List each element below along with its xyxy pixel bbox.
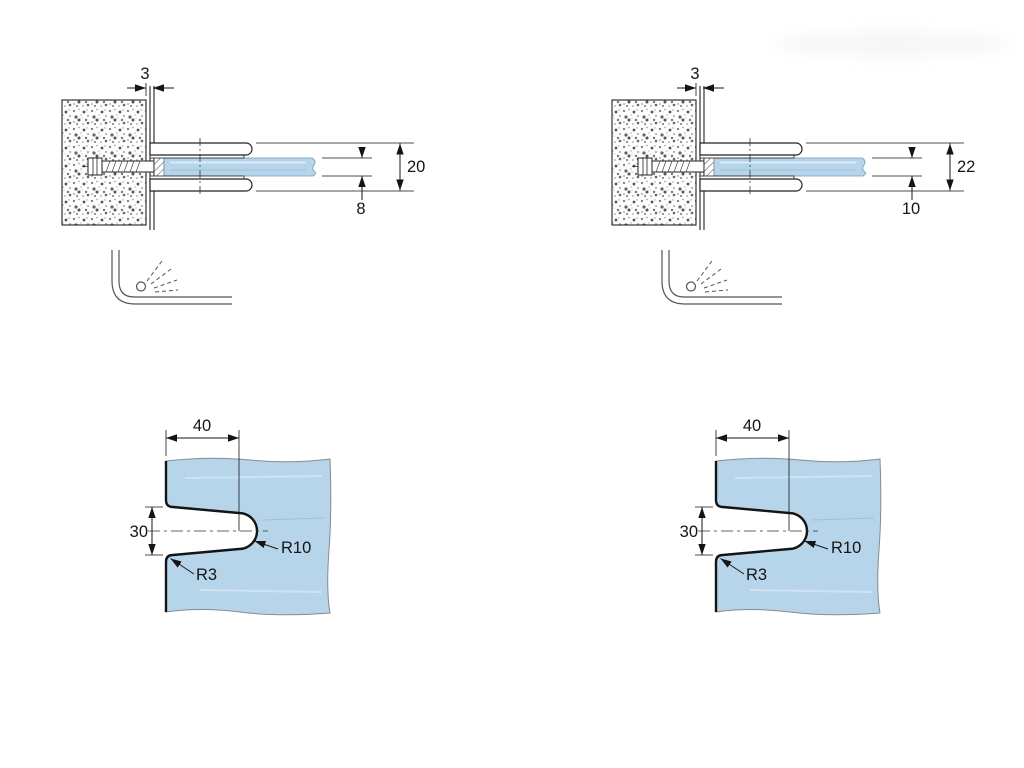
- clamp-bottom-plate: [699, 178, 803, 192]
- dim-notch-depth: 40: [715, 417, 790, 531]
- dim-gap: 3: [677, 65, 724, 96]
- fitting-drawing-right: 3 22 10: [611, 65, 975, 616]
- dim-notch-depth: 40: [165, 417, 240, 531]
- dim-glass-thickness-value: 10: [902, 200, 920, 218]
- fixing-point-icon: [135, 281, 147, 292]
- dim-notch-mouth: 30: [680, 506, 713, 556]
- figure-left: 3 20 8: [0, 0, 470, 700]
- corner-detail: [661, 250, 782, 305]
- dim-notch-mouth: 30: [130, 506, 163, 556]
- dim-glass-thickness-value: 8: [356, 200, 365, 218]
- fitting-drawing-left: 3 20 8: [61, 65, 425, 616]
- notch-panel: [714, 457, 882, 616]
- radius-label-corner-value: R3: [196, 566, 217, 584]
- dim-gap-value: 3: [690, 65, 699, 83]
- clamp-top-plate: [699, 142, 803, 156]
- dim-fitting-height: 20: [256, 142, 425, 192]
- dim-notch-depth-value: 40: [743, 417, 761, 435]
- glass-pane: [163, 157, 317, 177]
- dim-notch-depth-value: 40: [193, 417, 211, 435]
- anchor-bolt-icon: [637, 157, 705, 176]
- dim-glass-thickness: 8: [322, 147, 372, 218]
- glass-pane: [713, 157, 867, 177]
- dim-fitting-height-value: 22: [957, 158, 975, 176]
- fixing-point-icon: [685, 281, 697, 292]
- dim-gap-value: 3: [140, 65, 149, 83]
- clamp-assembly: [699, 138, 867, 196]
- radius-label-tip: R10: [254, 539, 311, 557]
- clamp-bottom-plate: [149, 178, 253, 192]
- radius-label-corner: R3: [720, 558, 767, 584]
- radius-label-tip-value: R10: [281, 539, 311, 557]
- radius-label-corner-value: R3: [746, 566, 767, 584]
- light-rays-icon: [146, 260, 179, 293]
- clamp-top-plate: [149, 142, 253, 156]
- anchor-bolt-icon: [87, 157, 155, 176]
- corner-detail: [111, 250, 232, 305]
- dim-notch-mouth-value: 30: [130, 523, 148, 541]
- scan-artifact: [775, 32, 1010, 56]
- radius-label-tip-value: R10: [831, 539, 861, 557]
- dim-glass-thickness: 10: [872, 147, 922, 218]
- figure-right: 3 22 10: [550, 0, 1020, 700]
- light-rays-icon: [696, 260, 729, 293]
- dim-fitting-height-value: 20: [407, 158, 425, 176]
- notch-panel: [164, 457, 332, 616]
- dim-gap: 3: [127, 65, 174, 96]
- clamp-assembly: [149, 138, 317, 196]
- radius-label-tip: R10: [804, 539, 861, 557]
- dim-notch-mouth-value: 30: [680, 523, 698, 541]
- dim-fitting-height: 22: [806, 142, 975, 192]
- radius-label-corner: R3: [170, 558, 217, 584]
